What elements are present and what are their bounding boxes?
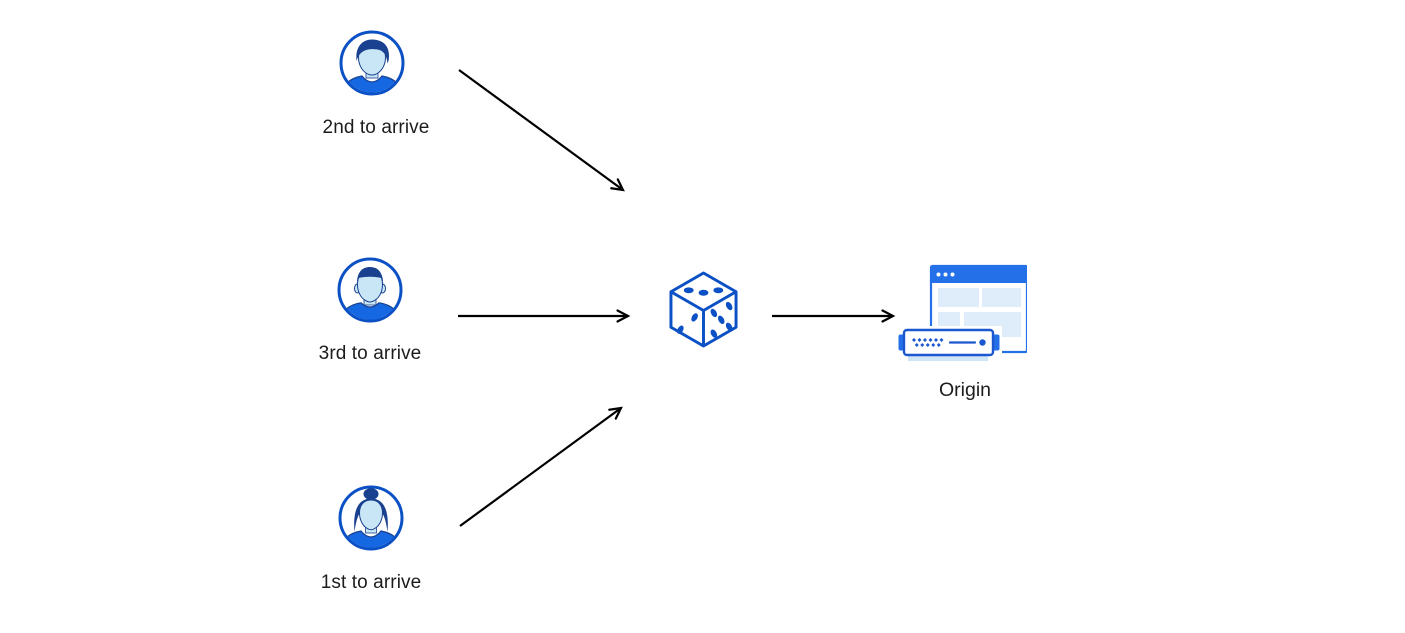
origin-illustration (897, 264, 1027, 361)
origin-label: Origin (938, 379, 992, 401)
user3-label: 3rd to arrive (318, 343, 422, 364)
server-vent-pattern (912, 338, 944, 347)
user2-label: 2nd to arrive (322, 117, 430, 138)
person-avatar-icon (337, 257, 403, 323)
person-avatar-icon (339, 30, 405, 96)
dice-icon (669, 271, 738, 348)
arrow-user2-to-dice (458, 69, 625, 192)
arrow-user1-to-dice (459, 406, 623, 527)
person-avatar-icon (338, 485, 404, 551)
server-icon (897, 326, 1002, 361)
user1-label: 1st to arrive (320, 572, 422, 593)
